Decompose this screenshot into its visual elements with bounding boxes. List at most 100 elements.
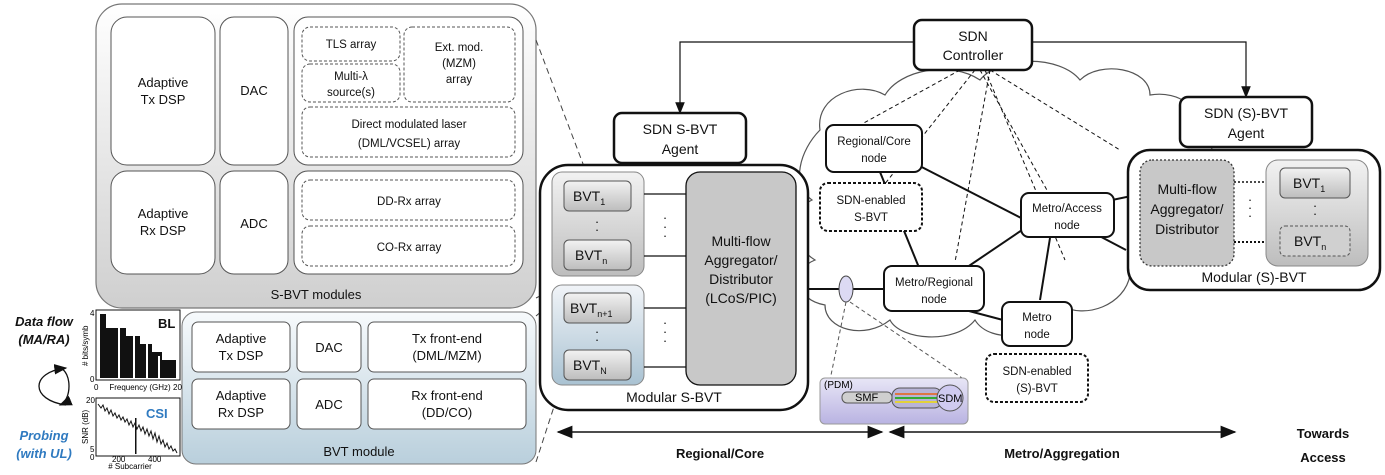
bvt-tx-fe-block [367, 321, 527, 373]
sbvt-agg-line1: Multi-flow [711, 233, 771, 249]
modular-s-bvt-caption: Modular (S)-BVT [1201, 269, 1306, 285]
bvt-tx-dsp-block [191, 321, 291, 373]
side-plots: Data flow (MA/RA) Probing (with UL) BL 4… [15, 309, 182, 471]
adc-block [219, 170, 289, 275]
co-rx-label: CO-Rx array [377, 242, 442, 254]
csi-snr-trace [97, 403, 178, 454]
svg-text:·: · [595, 222, 599, 237]
svg-text:·: · [1313, 206, 1317, 221]
co-rx-block [301, 225, 516, 267]
csi-label: CSI [146, 406, 168, 421]
svg-text:·: · [1248, 200, 1252, 215]
bvt-tx-dsp-line1: Adaptive [216, 331, 267, 346]
svg-text:·: · [663, 210, 667, 225]
controller-line2: Controller [943, 47, 1004, 63]
bvt-rx-dsp-block [191, 378, 291, 430]
modular-sbvt-caption: Modular S-BVT [626, 389, 722, 405]
s-bvt-agg-line3: Distributor [1155, 221, 1219, 237]
bvt-module-panel: Adaptive Tx DSP DAC Tx front-end (DML/MZ… [181, 311, 537, 465]
sbvt-modules-panel: Adaptive Tx DSP DAC TLS array Multi-λ so… [95, 3, 537, 309]
sbvt-agg-line4: (LCoS/PIC) [705, 290, 777, 306]
svg-text:·: · [663, 219, 667, 234]
sbvt-agg-line2: Aggregator/ [704, 252, 777, 268]
dml-block [301, 106, 516, 158]
dml-line2: (DML/VCSEL) array [358, 138, 460, 150]
dac-block [219, 16, 289, 166]
adaptive-tx-dsp-block [110, 16, 216, 166]
ext-mod-line2: (MZM) [442, 58, 476, 70]
csi-xtick-400: 400 [148, 455, 162, 464]
tx-dsp-line2: Tx DSP [141, 92, 186, 107]
bvt-N-sub: N [600, 366, 607, 376]
probing-sub: (with UL) [16, 446, 72, 461]
dml-line1: Direct modulated laser [351, 119, 466, 131]
bvt-rx-fe-block [367, 378, 527, 430]
adaptive-rx-dsp-block [110, 170, 216, 275]
bl-xtick-0: 0 [94, 383, 99, 392]
towards-label: Towards [1297, 426, 1350, 441]
ma-node-line2: node [1054, 220, 1080, 232]
bvt-N-label: BVT [573, 357, 601, 373]
bl-ytick-4: 4 [90, 309, 95, 318]
modular-s-bvt: Multi-flow Aggregator/ Distributor · · ·… [1126, 148, 1382, 292]
bvt-rx-fe-line2: (DD/CO) [422, 405, 473, 420]
bl-ytick-0: 0 [90, 375, 95, 384]
multi-lambda-block [301, 63, 401, 103]
dd-rx-block [301, 179, 516, 221]
rc-node-line1: Regional/Core [837, 136, 911, 148]
bvt-module-caption: BVT module [323, 444, 394, 459]
sdn-s-bvt-agent-box [1178, 95, 1314, 149]
multi-lambda-line1: Multi-λ [334, 71, 368, 83]
pdm-label: (PDM) [824, 380, 853, 391]
ext-mod-line3: array [446, 74, 472, 86]
svg-text:·: · [1313, 198, 1317, 213]
flow-curved-arrow [38, 364, 68, 406]
csi-xtick-200: 200 [112, 455, 126, 464]
metro-access-node [1020, 192, 1115, 238]
tls-label: TLS array [326, 39, 377, 51]
s-bvt-agent-line1: SDN (S)-BVT [1204, 105, 1288, 121]
tls-array-block [301, 26, 401, 62]
probing-label: Probing [19, 428, 68, 443]
access-label: Access [1300, 450, 1346, 465]
mr-node-line2: node [921, 294, 947, 306]
s-bvt-1-label: BVT [1293, 175, 1321, 191]
csi-ytick-20: 20 [86, 396, 95, 405]
bvt-tx-fe-line2: (DML/MZM) [412, 348, 481, 363]
bvt-N-box [563, 349, 632, 381]
bvt-n1-box [563, 292, 632, 324]
data-flow-label: Data flow [15, 314, 74, 329]
bvt-n1-sub: n+1 [597, 309, 612, 319]
s-bvt-agg-line1: Multi-flow [1157, 181, 1217, 197]
csi-xlabel: # Subcarrier [108, 462, 152, 470]
sbvt-agent-line2: Agent [662, 141, 699, 157]
sbvt-aggregator-box [685, 171, 797, 386]
csi-ytick-0: 0 [90, 453, 95, 462]
s-bvt-n-box [1279, 225, 1351, 257]
tx-dsp-line1: Adaptive [138, 75, 189, 90]
controller-arrows [675, 41, 1251, 115]
mr-node-line1: Metro/Regional [895, 277, 973, 289]
data-flow-sub: (MA/RA) [18, 332, 69, 347]
metro-node-line1: Metro [1022, 312, 1051, 324]
rx-dsp-line2: Rx DSP [140, 223, 186, 238]
svg-text:·: · [1248, 192, 1252, 207]
fiber-zoom-lens [838, 275, 854, 303]
sdm-fiber-inset: (PDM) SMF SDM [819, 377, 969, 425]
smf-label: SMF [855, 392, 879, 404]
svg-text:BVTn: BVTn [1294, 233, 1326, 252]
rc-node-line2: node [861, 153, 887, 165]
bvt-adc-label: ADC [315, 397, 342, 412]
sdn-controller-box [912, 18, 1034, 72]
s-bvt-aggregator-box [1139, 159, 1235, 267]
svg-text:·: · [663, 228, 667, 243]
bvt-n-label: BVT [575, 247, 603, 263]
bvt-n-sub: n [602, 256, 607, 266]
flow-curved-arrow-back [58, 367, 73, 406]
bvt-n-box [563, 239, 632, 271]
ext-mod-block [403, 26, 516, 103]
bl-xtick-20: 20 [173, 383, 182, 392]
csi-ylabel: SNR (dB) [81, 409, 90, 444]
bl-ylabel: # bits/symb [81, 325, 90, 366]
